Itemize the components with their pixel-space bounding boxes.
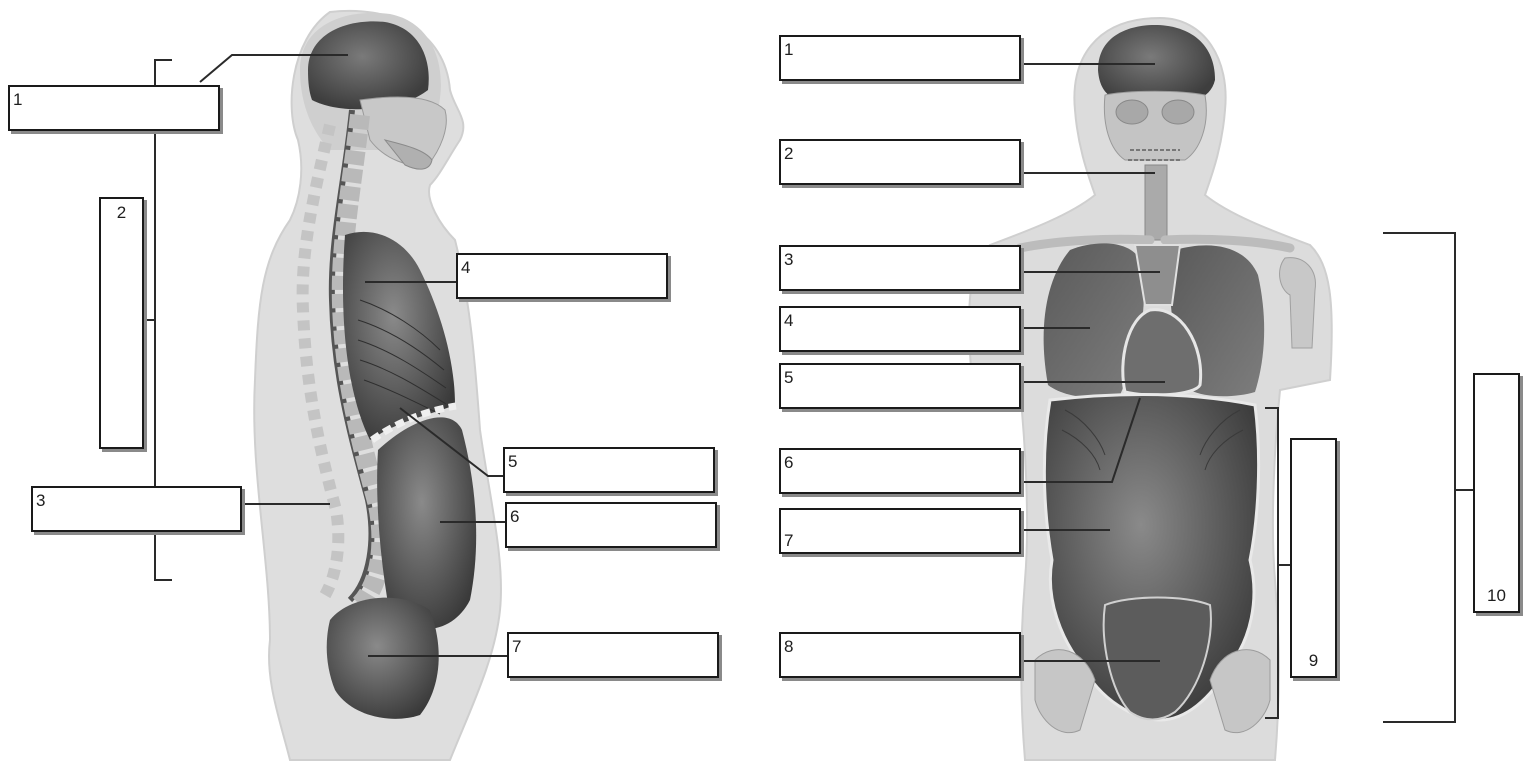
label-box-left-1[interactable]: 1 (8, 85, 220, 131)
anterior-spinal-column (1145, 165, 1167, 240)
right-orbit (1162, 100, 1194, 124)
label-number: 4 (784, 312, 793, 329)
label-box-right-10[interactable]: 10 (1473, 373, 1520, 613)
label-number: 8 (784, 638, 793, 655)
label-box-left-6[interactable]: 6 (505, 502, 717, 548)
label-number: 5 (508, 453, 517, 470)
left-orbit (1116, 100, 1148, 124)
label-box-right-6[interactable]: 6 (779, 448, 1021, 494)
label-number: 7 (784, 532, 793, 549)
label-box-right-9[interactable]: 9 (1290, 438, 1337, 678)
anterior-figure (969, 18, 1473, 760)
label-number: 2 (101, 204, 142, 221)
label-number: 10 (1475, 587, 1518, 604)
label-box-left-7[interactable]: 7 (507, 632, 719, 678)
label-box-right-5[interactable]: 5 (779, 363, 1021, 409)
label-box-left-4[interactable]: 4 (456, 253, 668, 299)
label-box-right-3[interactable]: 3 (779, 245, 1021, 291)
label-number: 6 (784, 454, 793, 471)
label-number: 4 (461, 259, 470, 276)
label-box-right-2[interactable]: 2 (779, 139, 1021, 185)
label-box-left-2[interactable]: 2 (99, 197, 144, 449)
label-number: 5 (784, 369, 793, 386)
label-number: 6 (510, 508, 519, 525)
label-number: 7 (512, 638, 521, 655)
lateral-abdominopelvic-cavity (377, 417, 476, 629)
ventral-cavity-bracket (1383, 233, 1473, 722)
label-number: 3 (36, 492, 45, 509)
label-number: 1 (13, 91, 22, 108)
label-box-right-7[interactable]: 7 (779, 508, 1021, 554)
label-box-right-8[interactable]: 8 (779, 632, 1021, 678)
label-box-left-3[interactable]: 3 (31, 486, 242, 532)
label-box-left-5[interactable]: 5 (503, 447, 715, 493)
label-number: 1 (784, 41, 793, 58)
label-number: 9 (1292, 652, 1335, 669)
label-box-right-1[interactable]: 1 (779, 35, 1021, 81)
label-box-right-4[interactable]: 4 (779, 306, 1021, 352)
label-number: 2 (784, 145, 793, 162)
label-number: 3 (784, 251, 793, 268)
